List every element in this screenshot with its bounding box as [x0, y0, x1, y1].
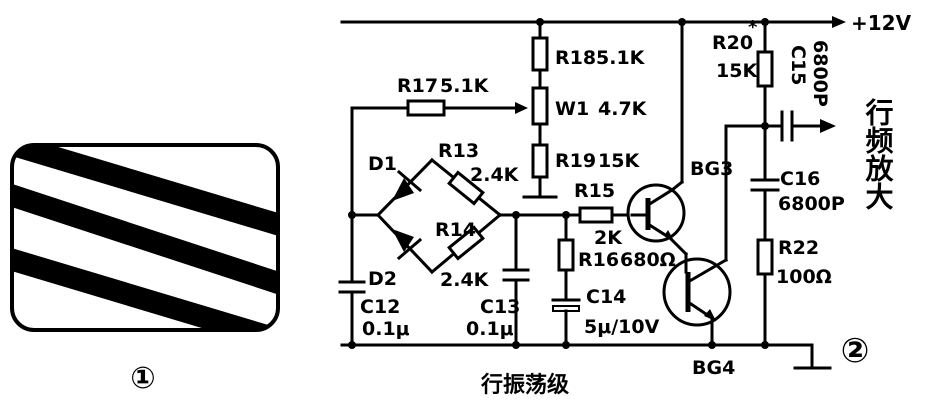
r22-value: 100Ω: [776, 266, 832, 288]
bg4-name: BG4: [692, 357, 735, 379]
r19-resistor: [531, 143, 549, 179]
junction: [512, 211, 520, 219]
c14-value: 5μ/10V: [584, 316, 660, 338]
r16-resistor: [557, 238, 575, 272]
junction: [536, 18, 544, 26]
w1-value: 4.7K: [598, 98, 648, 120]
r14-name: R14: [435, 219, 476, 241]
r17-resistor: [406, 99, 446, 117]
r18-resistor: [531, 36, 549, 72]
junction: [562, 341, 570, 349]
c16-value: 6800P: [778, 193, 845, 215]
c12-value: 0.1μ: [362, 318, 410, 340]
r22-name: R22: [778, 237, 819, 259]
tv-screen-figure: ①: [10, 143, 280, 396]
junction: [678, 18, 686, 26]
w1-potentiometer: [531, 86, 549, 126]
c12-name: C12: [360, 296, 400, 318]
w1-wiper-arrow: [515, 102, 528, 114]
bg3-collector: [645, 187, 675, 208]
junction: [348, 341, 356, 349]
bg4-collector-wire: [709, 257, 729, 271]
bar-2: [12, 174, 278, 311]
junction: [348, 211, 356, 219]
bg3-transistor-icon: [626, 183, 686, 243]
schematic: +12V R18 5.1K R17 5.1K W1 4.7K R19 15K R…: [338, 11, 912, 398]
junction: [761, 18, 769, 26]
junction: [761, 341, 769, 349]
r18-value: 5.1K: [596, 47, 646, 69]
r15-name: R15: [574, 180, 615, 202]
diagonal-bars: [12, 145, 278, 330]
junction-dots: [348, 18, 769, 349]
r19-name: R19: [555, 150, 596, 172]
r15-resistor: [578, 206, 614, 224]
bar-1: [12, 145, 278, 251]
supply-arrow: [832, 16, 846, 28]
r14-value: 2.4K: [440, 269, 490, 291]
d1-diode-icon: [392, 178, 414, 201]
output-arrow: [820, 119, 836, 133]
r14-resistor: [447, 225, 485, 261]
r20-mark: *: [748, 17, 758, 38]
c13-value: 0.1μ: [466, 318, 514, 340]
r17-value: 5.1K: [440, 75, 490, 97]
r16-name: R16: [578, 249, 619, 271]
bg3-name: BG3: [690, 158, 733, 180]
screen-frame: [10, 143, 280, 332]
output-label: 行频放大: [862, 97, 895, 210]
bg4-collector: [685, 265, 715, 285]
supply-label: +12V: [851, 11, 912, 35]
junction: [708, 341, 716, 349]
d2-diode-icon: [392, 229, 414, 252]
d1-name: D1: [368, 153, 397, 175]
figure2-number: ②: [841, 331, 870, 371]
junction: [512, 341, 520, 349]
r13-value: 2.4K: [470, 164, 520, 186]
d2-name: D2: [368, 268, 397, 290]
r16-value: 680Ω: [620, 249, 676, 271]
r13-name: R13: [438, 140, 479, 162]
bg3-collector-join: [669, 179, 685, 193]
c14-name: C14: [586, 286, 626, 308]
r20-resistor: [756, 50, 774, 88]
r19-value: 15K: [598, 150, 640, 172]
r20-value: 15K: [716, 60, 758, 82]
r22-resistor: [756, 238, 774, 276]
r18-name: R18: [555, 47, 596, 69]
c16-name: C16: [780, 168, 820, 190]
schematic-caption: 行振荡级: [480, 372, 569, 398]
c13-name: C13: [480, 296, 520, 318]
figure1-number: ①: [130, 361, 155, 396]
d1-bar: [396, 169, 423, 193]
w1-name: W1: [555, 98, 589, 120]
junction: [562, 211, 570, 219]
r13-resistor: [447, 170, 485, 206]
r17-name: R17: [397, 75, 438, 97]
bg3-bg4-wire: [667, 235, 689, 257]
d2-bar: [396, 237, 423, 261]
r20-name: R20: [712, 32, 753, 54]
r15-value: 2K: [594, 227, 623, 249]
bg4-transistor-icon: [662, 257, 732, 327]
c15-value: 6800P: [809, 40, 831, 107]
junction: [761, 122, 769, 130]
c15-name: C15: [787, 45, 809, 85]
bar-3: [12, 239, 278, 330]
